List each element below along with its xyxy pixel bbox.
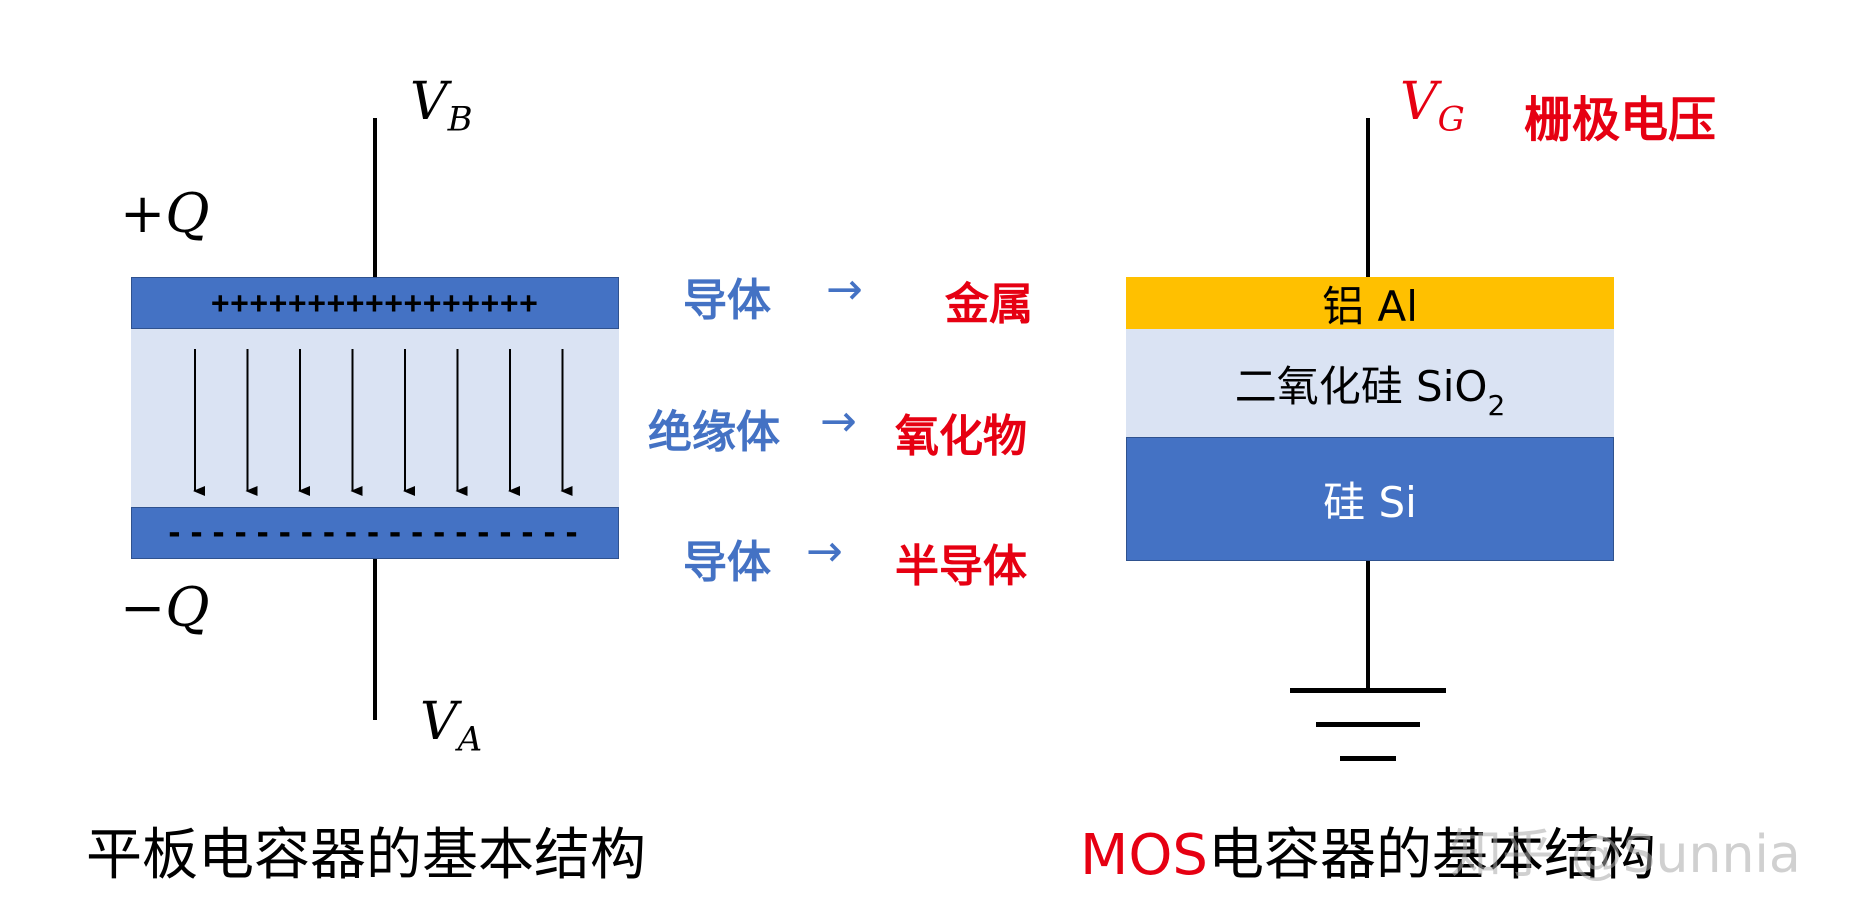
- silicon-layer-label: 硅 Si: [1323, 477, 1417, 527]
- substrate-lead-wire: [1366, 560, 1370, 690]
- gate-voltage-description: 栅极电压: [1524, 92, 1717, 148]
- vb-label: VB: [410, 72, 473, 139]
- dielectric-region: [131, 329, 619, 507]
- electric-field-arrows: [193, 349, 573, 496]
- oxide-layer-main: 二氧化硅 SiO: [1234, 361, 1488, 411]
- aluminum-gate-layer: 铝 Al: [1126, 277, 1614, 331]
- mapping-row-3-to: 半导体: [895, 541, 1027, 592]
- oxide-layer-label: 二氧化硅 SiO2: [1234, 353, 1506, 422]
- mapping-row-2-to: 氧化物: [895, 411, 1027, 462]
- gate-lead-wire: [1366, 118, 1370, 278]
- mos-caption-rest: 电容器的基本结构: [1207, 823, 1656, 888]
- mos-caption-accent: MOS: [1080, 823, 1208, 888]
- top-lead-wire: [373, 118, 377, 278]
- negative-charge-label: −Q: [120, 576, 210, 639]
- va-label: VA: [420, 692, 482, 759]
- vb-sub: B: [447, 99, 473, 140]
- oxide-layer: 二氧化硅 SiO2: [1126, 329, 1614, 437]
- bottom-lead-wire: [373, 558, 377, 720]
- mapping-row-1-arrow: →: [826, 264, 863, 315]
- vb-main: V: [410, 72, 448, 132]
- mos-capacitor-caption: MOS电容器的基本结构: [1080, 810, 1656, 891]
- mapping-row-2-arrow: →: [820, 396, 857, 447]
- mapping-row-3-from: 导体: [683, 537, 771, 588]
- watermark: 知乎 @Sunnia: [1450, 825, 1801, 885]
- vg-main: V: [1400, 72, 1438, 132]
- mapping-row-2-from: 绝缘体: [648, 407, 780, 458]
- va-main: V: [420, 692, 458, 752]
- mapping-row-1-from: 导体: [683, 275, 771, 326]
- silicon-substrate-layer: 硅 Si: [1126, 437, 1614, 561]
- mapping-row-3-arrow: →: [806, 526, 843, 577]
- mapping-row-1-to: 金属: [945, 279, 1033, 330]
- bottom-plate-charges: -------------------: [165, 515, 585, 551]
- aluminum-layer-label: 铝 Al: [1322, 281, 1418, 331]
- vg-label: VG: [1400, 72, 1465, 139]
- ground-icon: [1290, 688, 1446, 761]
- plate-capacitor-caption: 平板电容器的基本结构: [86, 823, 646, 888]
- positive-charge-label: +Q: [120, 182, 210, 245]
- vg-sub: G: [1437, 99, 1465, 140]
- va-sub: A: [457, 719, 483, 760]
- top-plate: +++++++++++++++++: [131, 277, 619, 329]
- bottom-plate: -------------------: [131, 507, 619, 559]
- top-plate-charges: +++++++++++++++++: [211, 285, 539, 321]
- oxide-layer-sub: 2: [1487, 388, 1506, 422]
